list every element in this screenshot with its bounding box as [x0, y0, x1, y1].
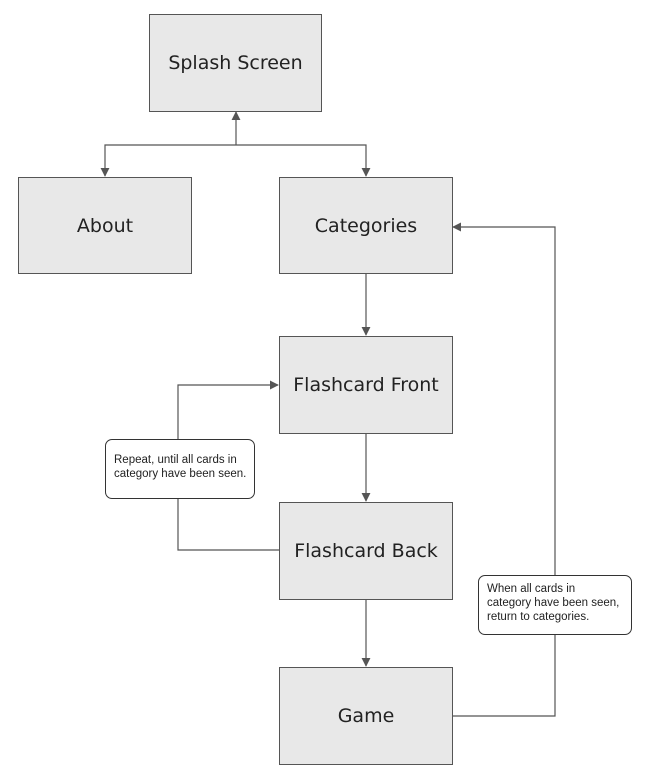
- note-repeat-loop: Repeat, until all cards in category have…: [105, 439, 255, 499]
- note-repeat-line-2: category have been seen.: [114, 468, 247, 480]
- node-splash-screen: Splash Screen: [149, 14, 322, 112]
- edge-game-to-categories: [452, 222, 556, 717]
- note-return-to-categories: When all cards in category have been see…: [478, 575, 632, 635]
- node-flashcard-front: Flashcard Front: [279, 336, 453, 434]
- node-categories: Categories: [279, 177, 453, 274]
- edge-splash-to-about: [100, 144, 236, 177]
- node-about: About: [18, 177, 192, 274]
- note-return-line-2: category have been seen,: [487, 597, 620, 609]
- note-return-line-3: return to categories.: [487, 611, 590, 623]
- note-repeat-line-1: Repeat, until all cards in: [114, 454, 237, 466]
- edge-splash-to-categories: [236, 144, 371, 177]
- node-game: Game: [279, 667, 453, 765]
- note-return-line-1: When all cards in: [487, 583, 576, 595]
- node-flashcard-back: Flashcard Back: [279, 502, 453, 600]
